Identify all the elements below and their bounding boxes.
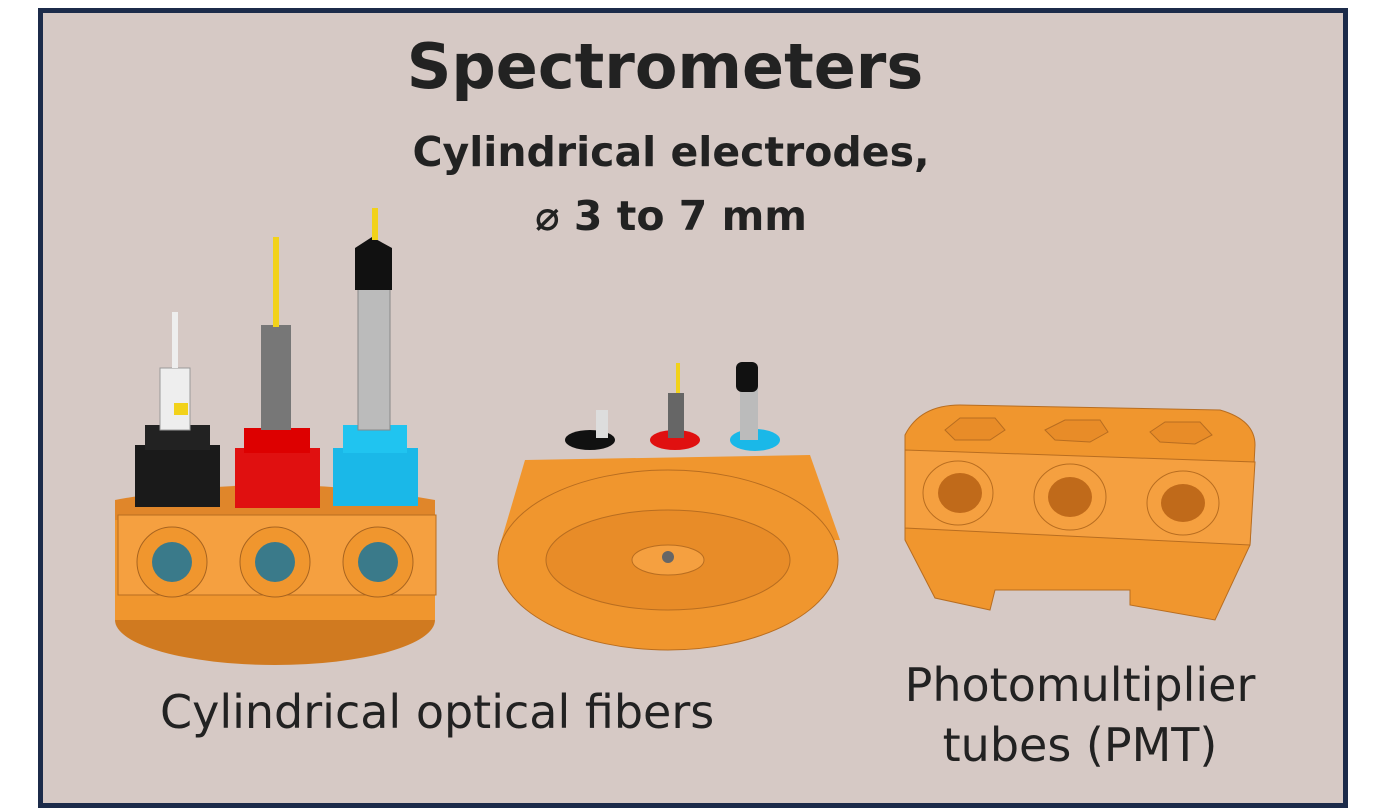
right-holder-3d bbox=[904, 404, 1256, 621]
slide-title: Spectrometers bbox=[406, 30, 924, 103]
caption-optical-fibers: Cylindrical optical fibers bbox=[160, 685, 715, 739]
caption-pmt-line-2: tubes (PMT) bbox=[942, 718, 1218, 772]
middle-holder-3d bbox=[497, 362, 840, 651]
left-holder-3d bbox=[115, 208, 437, 665]
subtitle-line-1: Cylindrical electrodes, bbox=[412, 128, 930, 176]
caption-pmt: Photomultiplier tubes (PMT) bbox=[870, 655, 1290, 775]
subtitle-line-2: ⌀ 3 to 7 mm bbox=[534, 192, 808, 240]
caption-pmt-line-1: Photomultiplier bbox=[904, 658, 1256, 712]
